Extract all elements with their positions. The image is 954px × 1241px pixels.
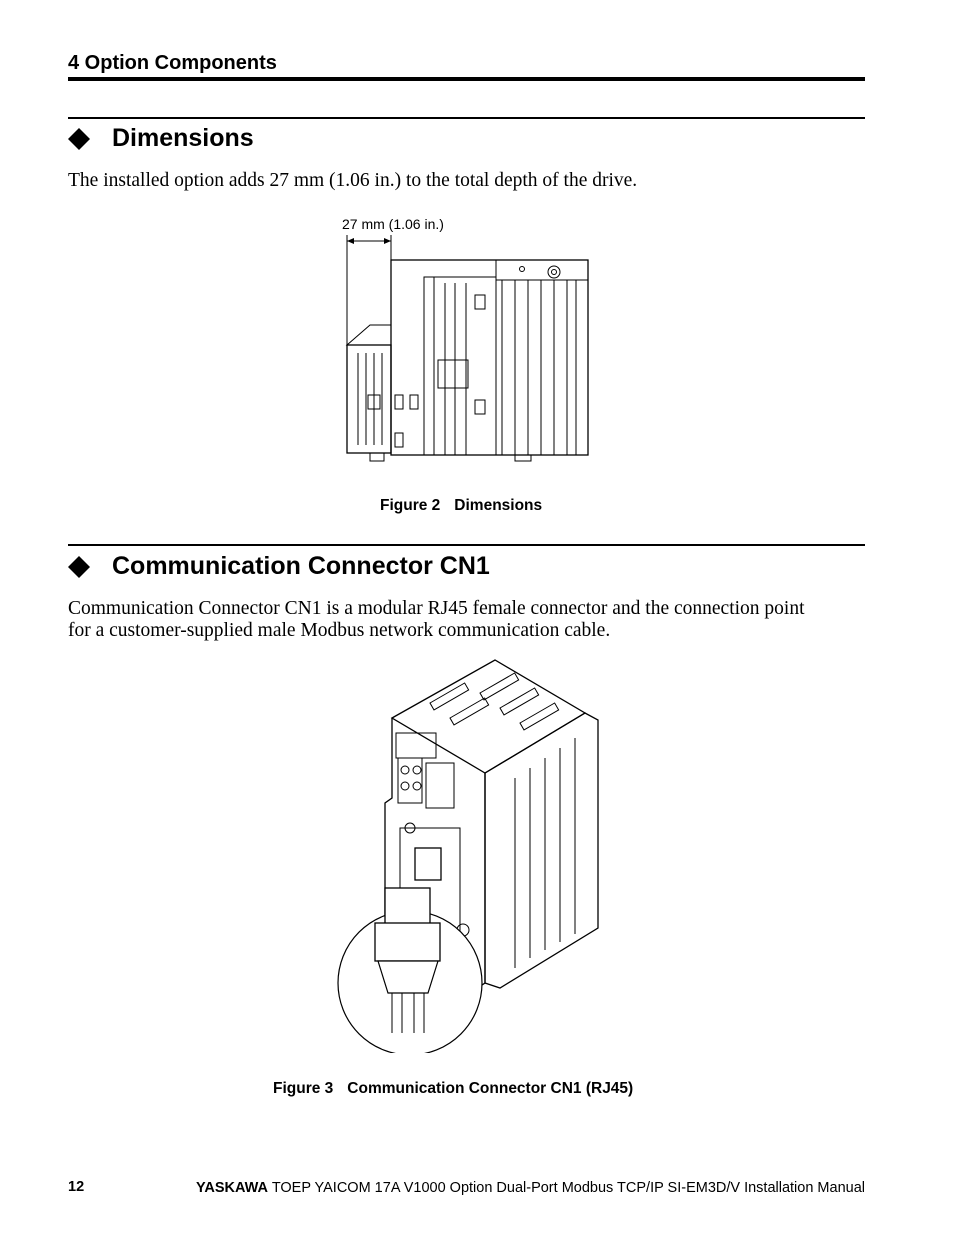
page-number: 12 [68, 1179, 85, 1195]
depth-dimension-label: 27 mm (1.06 in.) [342, 216, 444, 232]
figure-3-number: Figure 3 [273, 1080, 334, 1097]
section-rule-connector [68, 544, 865, 546]
dimensions-body-text: The installed option adds 27 mm (1.06 in… [68, 170, 638, 191]
section-heading-dimensions: Dimensions [112, 124, 254, 152]
diamond-bullet-icon [68, 128, 90, 150]
connector-body-line-2: for a customer-supplied male Modbus netw… [68, 620, 611, 641]
diamond-bullet-icon [68, 556, 90, 578]
dimensions-drawing: 27 mm (1.06 in.) [342, 216, 589, 462]
footer-manual-title: YASKAWA TOEP YAICOM 17A V1000 Option Dua… [196, 1180, 865, 1196]
footer-brand: YASKAWA [196, 1180, 269, 1196]
section-heading-connector: Communication Connector CN1 [112, 552, 490, 580]
footer-title-text: TOEP YAICOM 17A V1000 Option Dual-Port M… [271, 1180, 865, 1196]
connector-body-line-1: Communication Connector CN1 is a modular… [68, 598, 805, 619]
chapter-title: 4 Option Components [68, 52, 277, 74]
figure-2-title: Dimensions [454, 497, 543, 514]
section-rule-dimensions [68, 117, 865, 119]
header-rule [68, 77, 865, 81]
figure-3-caption: Figure 3 Communication Connector CN1 (RJ4… [273, 1080, 633, 1098]
figure-2-number: Figure 2 [380, 497, 441, 514]
figure-3-title: Communication Connector CN1 (RJ45) [347, 1080, 634, 1097]
connector-drawing [337, 659, 599, 1053]
figure-2-caption: Figure 2 Dimensions [380, 497, 542, 515]
